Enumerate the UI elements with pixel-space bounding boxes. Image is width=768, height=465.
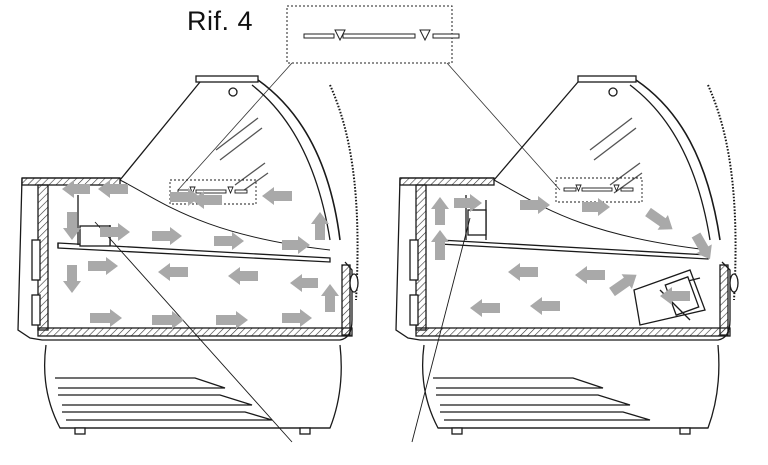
display-case-right — [395, 75, 739, 443]
airflow-arrow-icon — [63, 212, 81, 240]
airflow-arrow-icon — [508, 263, 538, 281]
airflow-arrow-icon — [470, 299, 500, 317]
airflow-arrow-icon — [660, 287, 690, 305]
airflow-arrow-icon — [321, 284, 339, 312]
airflow-arrow-icon — [454, 194, 482, 212]
figure-label: Rif. 4 — [187, 6, 254, 36]
triangle-marker-icon — [334, 29, 346, 42]
airflow-arrow-icon — [290, 274, 318, 292]
airflow-arrow-icon — [530, 297, 560, 315]
airflow-arrow-icon — [575, 266, 605, 284]
display-case-left — [17, 75, 359, 443]
airflow-arrow-icon — [170, 188, 200, 206]
airflow-arrows-right — [431, 194, 712, 317]
airflow-arrow-icon — [152, 311, 184, 329]
airflow-arrows-left — [62, 180, 339, 329]
detail-zoom-box — [177, 5, 561, 191]
airflow-arrow-icon — [431, 197, 449, 225]
airflow-arrow-icon — [609, 274, 637, 297]
airflow-arrow-icon — [691, 232, 712, 260]
airflow-arrow-icon — [90, 309, 122, 327]
airflow-arrow-icon — [98, 180, 128, 198]
airflow-arrow-icon — [62, 180, 90, 198]
triangle-marker-icon — [419, 29, 431, 42]
airflow-arrow-icon — [645, 207, 673, 230]
airflow-arrow-icon — [100, 223, 130, 241]
airflow-arrow-icon — [88, 257, 118, 275]
airflow-arrow-icon — [520, 196, 550, 214]
airflow-arrow-icon — [214, 232, 244, 250]
airflow-arrow-icon — [582, 198, 610, 216]
airflow-arrow-icon — [282, 309, 312, 327]
airflow-arrow-icon — [158, 263, 188, 281]
airflow-arrow-icon — [282, 236, 310, 254]
airflow-arrow-icon — [63, 265, 81, 293]
airflow-arrow-icon — [262, 187, 292, 205]
airflow-arrow-icon — [431, 230, 449, 260]
airflow-arrow-icon — [152, 227, 182, 245]
airflow-arrow-icon — [311, 212, 329, 240]
airflow-arrow-icon — [216, 311, 248, 329]
airflow-arrow-icon — [192, 191, 222, 209]
airflow-arrow-icon — [228, 267, 258, 285]
